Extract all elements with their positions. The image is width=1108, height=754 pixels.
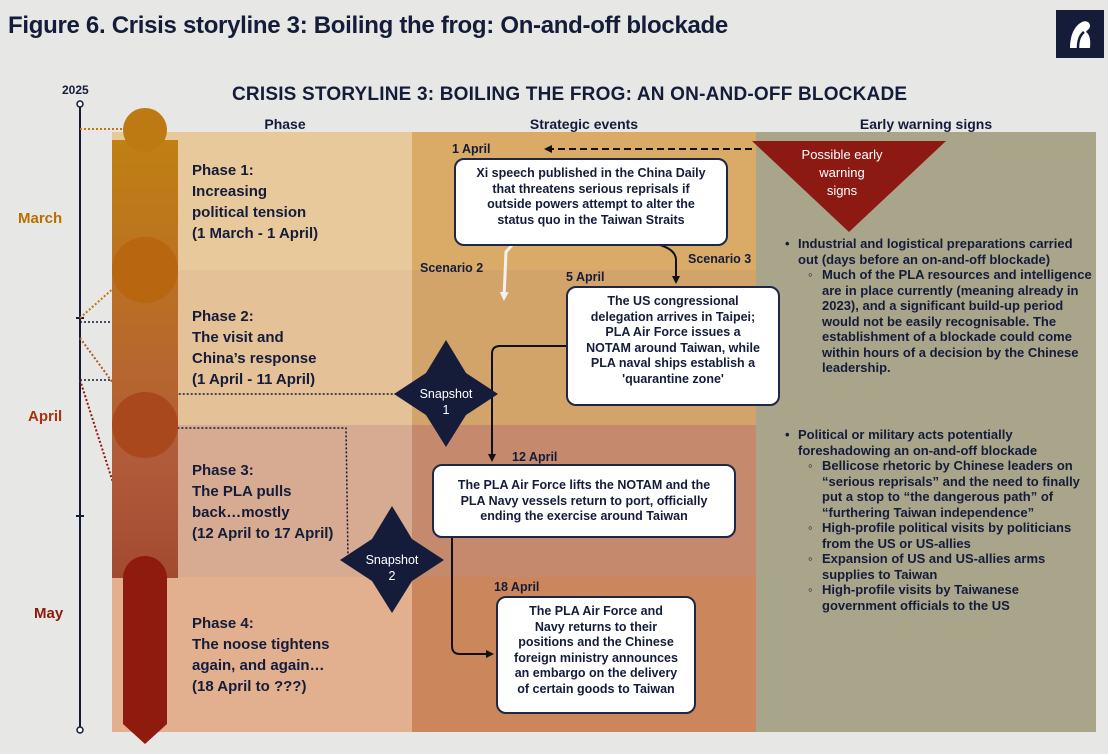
snapshot-1-star bbox=[394, 340, 498, 447]
event-box-1: Xi speech published in the China Daily t… bbox=[454, 158, 728, 246]
warning-triangle-label: Possible early warning signs bbox=[801, 147, 883, 198]
timeline-start-dot bbox=[76, 100, 84, 108]
arrow-scenario-2 bbox=[499, 244, 514, 301]
timeline-month-may: May bbox=[34, 605, 64, 622]
connector-phase3 bbox=[79, 337, 125, 399]
arrow-scenario-3 bbox=[659, 244, 680, 284]
event-date-4: 18 April bbox=[494, 580, 540, 594]
event-box-4: The PLA Air Force and Navy returns to th… bbox=[496, 596, 696, 714]
warning-group-2: Political or military acts potentially f… bbox=[784, 427, 1094, 613]
phase-bar bbox=[112, 140, 178, 578]
column-header-phase: Phase bbox=[264, 116, 306, 132]
phase-1-text: Phase 1: Increasing political tension (1… bbox=[192, 162, 319, 242]
warning-item: High-profile visits by Taiwanese governm… bbox=[808, 582, 1094, 613]
phase-2-text: Phase 2: The visit and China’s response … bbox=[192, 308, 317, 388]
event-date-3: 12 April bbox=[512, 450, 558, 464]
warning-item: High-profile political visits by politic… bbox=[808, 520, 1094, 551]
timeline-month-april: April bbox=[28, 408, 63, 425]
phase-4-text: Phase 4: The noose tightens again, and a… bbox=[192, 615, 330, 695]
timeline-year: 2025 bbox=[62, 83, 89, 97]
snapshot-1-label: Snapshot 1 bbox=[419, 387, 473, 417]
figure-title: Figure 6. Crisis storyline 3: Boiling th… bbox=[8, 12, 728, 39]
event-date-1: 1 April bbox=[452, 142, 491, 156]
warning-item: Expansion of US and US-allies arms suppl… bbox=[808, 551, 1094, 582]
phase-marker-3 bbox=[112, 392, 178, 458]
event-box-2: The US congressional delegation arrives … bbox=[566, 286, 780, 406]
column-header-warnings: Early warning signs bbox=[859, 116, 993, 132]
phase-marker-1 bbox=[123, 108, 167, 152]
main-title: CRISIS STORYLINE 3: BOILING THE FROG: AN… bbox=[232, 84, 908, 105]
warning-group-2-heading: Political or military acts potentially f… bbox=[798, 427, 1038, 458]
timeline-end-dot bbox=[76, 726, 84, 734]
phase-3-text: Phase 3: The PLA pulls back…mostly (12 A… bbox=[192, 462, 334, 542]
column-header-events: Strategic events bbox=[529, 116, 639, 132]
arrow-to-12april bbox=[488, 345, 566, 462]
phase-marker-2 bbox=[112, 237, 178, 303]
timeline-month-march: March bbox=[18, 210, 63, 227]
warning-group-1-heading: Industrial and logistical preparations c… bbox=[798, 236, 1073, 267]
connector-phase2 bbox=[79, 285, 117, 319]
phase-marker-4 bbox=[123, 556, 167, 744]
warning-group-2-heading-item: Political or military acts potentially f… bbox=[785, 427, 1094, 613]
scenario-3-label: Scenario 3 bbox=[688, 252, 752, 266]
warning-item: Bellicose rhetoric by Chinese leaders on… bbox=[808, 458, 1094, 520]
scenario-2-label: Scenario 2 bbox=[420, 261, 484, 275]
event-date-2: 5 April bbox=[566, 270, 605, 284]
warning-item: Much of the PLA resources and intelligen… bbox=[808, 267, 1094, 376]
snapshot-2-label: Snapshot 2 bbox=[365, 553, 419, 583]
snapshot-2-star bbox=[340, 506, 444, 613]
warning-group-1-heading-item: Industrial and logistical preparations c… bbox=[785, 236, 1094, 376]
warning-group-1: Industrial and logistical preparations c… bbox=[784, 236, 1094, 376]
arrow-to-18april bbox=[451, 536, 494, 658]
institute-logo-icon bbox=[1056, 10, 1104, 58]
event-box-3: The PLA Air Force lifts the NOTAM and th… bbox=[432, 464, 736, 538]
warning-triangle bbox=[752, 141, 946, 232]
